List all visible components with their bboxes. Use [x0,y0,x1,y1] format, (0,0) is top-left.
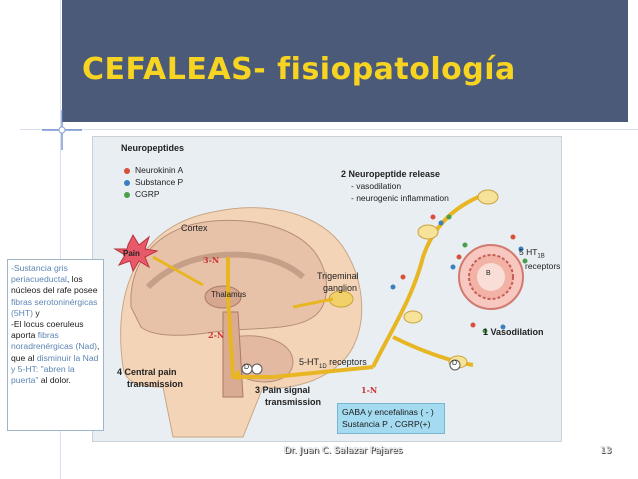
label-5ht1d-receptors: 5-HT1D receptors [299,357,367,370]
note-box-left: -Sustancia gris periacueductal, los núcl… [7,259,104,431]
guide-line-vertical [60,0,61,479]
step4-line2: transmission [127,379,184,389]
note-box-gaba: GABA y encefalinas ( - ) Sustancia P , C… [337,403,445,434]
legend-item-substance-p: Substance P [135,177,184,187]
legend-item-cgrp: CGRP [135,189,160,199]
label-pain: Pain [123,249,140,258]
step3-line1: 3 Pain signal [255,385,311,395]
gaba-line-2: Sustancia P , CGRP(+) [342,419,431,429]
slide-title: CEFALEAS- fisiopatología [82,52,516,87]
legend-title: Neuropeptides [121,143,185,153]
sparkle-icon [42,110,82,150]
step4-line1: 4 Central pain [117,367,177,377]
label-thalamus: Thalamus [211,290,247,299]
pathophysiology-figure: Neuropeptides Neurokinin A Substance P C… [92,136,562,442]
step2-item-inflammation: - neurogenic inflammation [351,193,449,203]
label-ganglion: ganglion [323,283,358,293]
label-1n: 1-N [361,385,378,395]
label-b-receptor: B [486,270,491,277]
label-cortex: Cortex [181,223,208,233]
figure-illustration [113,168,528,438]
step3-line2: transmission [265,397,322,407]
slide-footer: Dr. Juan C. Salazar Pajares [284,446,403,456]
label-3n: 3-N [203,255,220,265]
label-d-receptor-2: D [452,360,458,367]
step1-label: 1 Vasodilation [483,327,544,337]
step2-title: 2 Neuropeptide release [341,169,441,179]
legend-item-neurokinin: Neurokinin A [135,165,184,175]
label-5ht1b: 5 HT1B [519,247,545,260]
label-2n: 2-N [208,330,225,340]
gaba-line-1: GABA y encefalinas ( - ) [342,407,434,417]
slide-page-number: 13 [600,446,612,456]
title-band [62,0,628,122]
note-paragraph-2: -El locus coeruleus aporta fibras noradr… [11,319,100,386]
label-trigeminal: Trigeminal [317,271,359,281]
note-paragraph-1: -Sustancia gris periacueductal, los núcl… [11,263,98,318]
step2-item-vasodilation: - vasodilation [351,181,402,191]
label-5ht1b-receptors: receptors [525,261,561,271]
guide-line-horizontal [20,129,638,130]
label-d-receptor: D [244,364,250,371]
